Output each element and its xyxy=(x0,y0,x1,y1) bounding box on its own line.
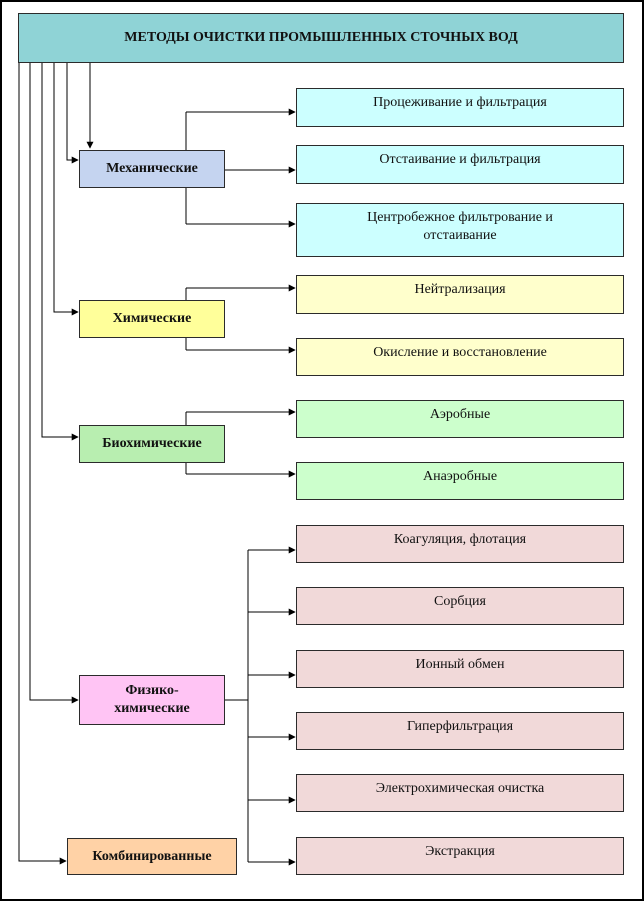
category-combined: Комбинированные xyxy=(67,838,237,875)
link-title-biochemical xyxy=(41,63,79,441)
category-physchem: Физико-химические xyxy=(79,675,225,725)
method-mechanical-1: Процеживание и фильтрация xyxy=(296,88,624,127)
link-title-chemical xyxy=(53,63,79,316)
category-biochemical: Биохимические xyxy=(79,425,225,463)
method-physchem-4: Гиперфильтрация xyxy=(296,712,624,750)
link-title-mechanical-h xyxy=(66,63,79,164)
link-title-physchem xyxy=(29,63,79,704)
method-physchem-5: Электрохимическая очистка xyxy=(296,774,624,812)
method-mechanical-2: Отстаивание и фильтрация xyxy=(296,145,624,184)
category-chemical: Химические xyxy=(79,300,225,338)
method-mechanical-3: Центробежное фильтрование и отстаивание xyxy=(296,203,624,257)
method-chemical-2: Окисление и восстановление xyxy=(296,338,624,376)
method-physchem-6: Экстракция xyxy=(296,837,624,875)
method-biochemical-1: Аэробные xyxy=(296,400,624,438)
method-biochemical-2: Анаэробные xyxy=(296,462,624,500)
method-chemical-1: Нейтрализация xyxy=(296,275,624,314)
link-title-combined xyxy=(18,63,67,865)
method-physchem-1: Коагуляция, флотация xyxy=(296,525,624,563)
diagram-title: МЕТОДЫ ОЧИСТКИ ПРОМЫШЛЕННЫХ СТОЧНЫХ ВОД xyxy=(18,13,624,63)
category-mechanical: Механические xyxy=(79,150,225,188)
method-physchem-2: Сорбция xyxy=(296,587,624,625)
method-physchem-3: Ионный обмен xyxy=(296,650,624,688)
